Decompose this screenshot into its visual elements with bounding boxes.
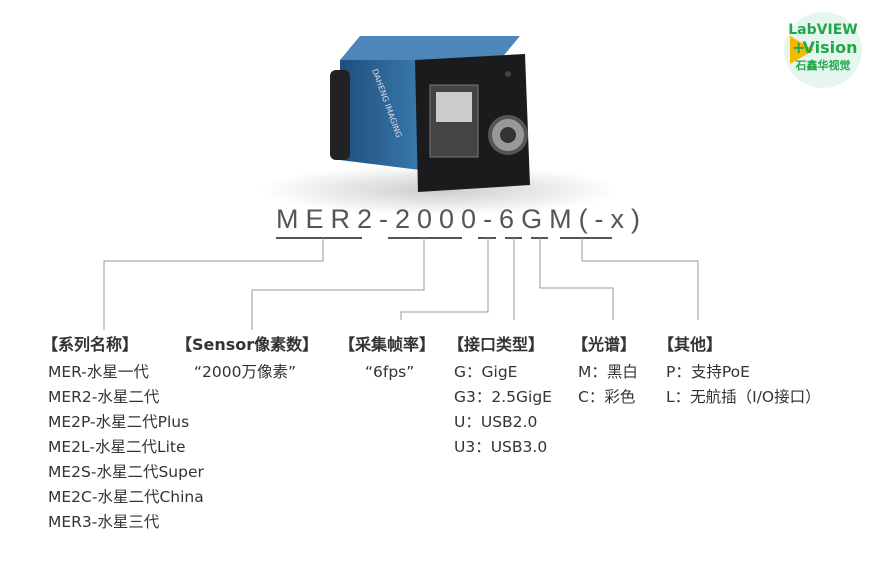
column-series: 【系列名称】 MER-水星一代 MER2-水星二代 ME2P-水星二代Plus … bbox=[42, 332, 204, 535]
logo-text-labview: LabVIEW bbox=[788, 22, 858, 38]
list-item: ME2C-水星二代China bbox=[48, 488, 204, 506]
list-item: MER-水星一代 bbox=[48, 363, 149, 381]
list-item: MER3-水星三代 bbox=[48, 513, 160, 531]
list-item: M：黑白 bbox=[578, 363, 638, 381]
column-sensor: 【Sensor像素数】 “2000万像素” bbox=[176, 332, 318, 385]
list-item: G：GigE bbox=[454, 363, 518, 381]
play-triangle-icon bbox=[790, 36, 814, 64]
column-interface: 【接口类型】 G：GigE G3：2.5GigE U：USB2.0 U3：USB… bbox=[448, 332, 552, 460]
list-item: MER2-水星二代 bbox=[48, 388, 160, 406]
list-item: ME2S-水星二代Super bbox=[48, 463, 204, 481]
list-item: G3：2.5GigE bbox=[454, 388, 552, 406]
column-header: 【Sensor像素数】 bbox=[176, 335, 319, 354]
list-item: ME2L-水星二代Lite bbox=[48, 438, 186, 456]
column-spectrum: 【光谱】 M：黑白 C：彩色 bbox=[572, 332, 638, 410]
list-item: L：无航插（I/O接口） bbox=[666, 388, 821, 406]
list-item: U3：USB3.0 bbox=[454, 438, 548, 456]
labview-vision-logo: LabVIEW +Vision 石鑫华视觉 bbox=[784, 12, 862, 88]
column-framerate: 【采集帧率】 “6fps” bbox=[339, 332, 435, 385]
column-header: 【接口类型】 bbox=[448, 335, 545, 354]
column-other: 【其他】 P：支持PoE L：无航插（I/O接口） bbox=[658, 332, 821, 410]
logo-text-cn: 石鑫华视觉 bbox=[795, 59, 851, 72]
list-item: ME2P-水星二代Plus bbox=[48, 413, 190, 431]
column-header: 【其他】 bbox=[658, 335, 723, 354]
list-item: “2000万像素” bbox=[194, 363, 297, 381]
column-header: 【系列名称】 bbox=[42, 335, 139, 354]
column-header: 【采集帧率】 bbox=[339, 335, 436, 354]
list-item: “6fps” bbox=[365, 363, 415, 381]
list-item: C：彩色 bbox=[578, 388, 636, 406]
model-code: MER2-2000-6GM(-x) bbox=[276, 204, 648, 234]
logo-text-vision: Vision bbox=[802, 38, 858, 57]
list-item: P：支持PoE bbox=[666, 363, 750, 381]
list-item: U：USB2.0 bbox=[454, 413, 538, 431]
column-header: 【光谱】 bbox=[572, 335, 637, 354]
